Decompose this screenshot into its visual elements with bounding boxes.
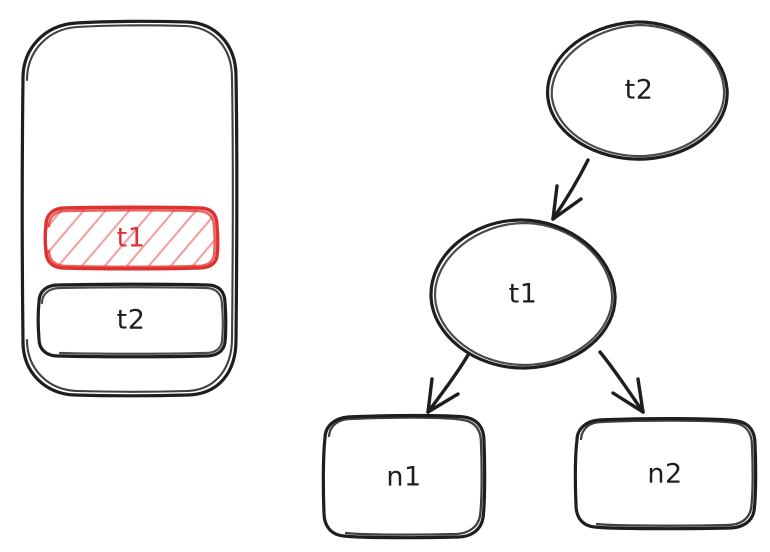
tree-node-t1[interactable]: t1 [429,218,617,370]
tree-node-n2-shape-secondary [579,419,754,527]
tree-node-t1-label: t1 [509,279,538,310]
tree-edge-t1-to-n2 [598,350,645,414]
stack-item-t1-border-secondary [47,208,217,269]
stack-item-t2-label: t2 [117,305,146,336]
stack-frame-outline [20,19,239,398]
node-tree: t2 t1 n1 n2 [321,20,758,540]
tree-node-n1-shape-secondary [327,416,483,536]
stack-item-t2-border [36,282,228,359]
tree-node-n1[interactable]: n1 [321,413,487,540]
tree-node-t2-shape-secondary [550,23,726,158]
tree-node-n2-shape [573,417,758,531]
tree-node-t2-label: t2 [625,75,654,106]
stack-item-t2[interactable]: t2 [36,282,228,359]
tree-node-n2-label: n2 [647,459,682,490]
tree-node-t2[interactable]: t2 [545,20,729,161]
tree-edge-t1-to-n1 [426,353,470,414]
stack-item-t2-border-secondary [40,286,224,355]
tree-node-n2[interactable]: n2 [573,417,758,531]
stack-item-t1-border [43,205,220,271]
tree-node-t1-shape [429,218,617,370]
tree-node-t1-shape-secondary [433,221,614,367]
navigation-stack-frame: t1 t2 [20,19,239,398]
stack-item-t1[interactable]: t1 [40,196,232,281]
tree-node-t2-shape [545,20,729,161]
tree-edge-t2-to-t1 [551,158,590,221]
stack-item-t1-label: t1 [117,223,146,254]
tree-node-n1-shape [321,413,487,540]
tree-node-n1-label: n1 [386,462,421,493]
stack-frame-outline-secondary [25,24,234,393]
